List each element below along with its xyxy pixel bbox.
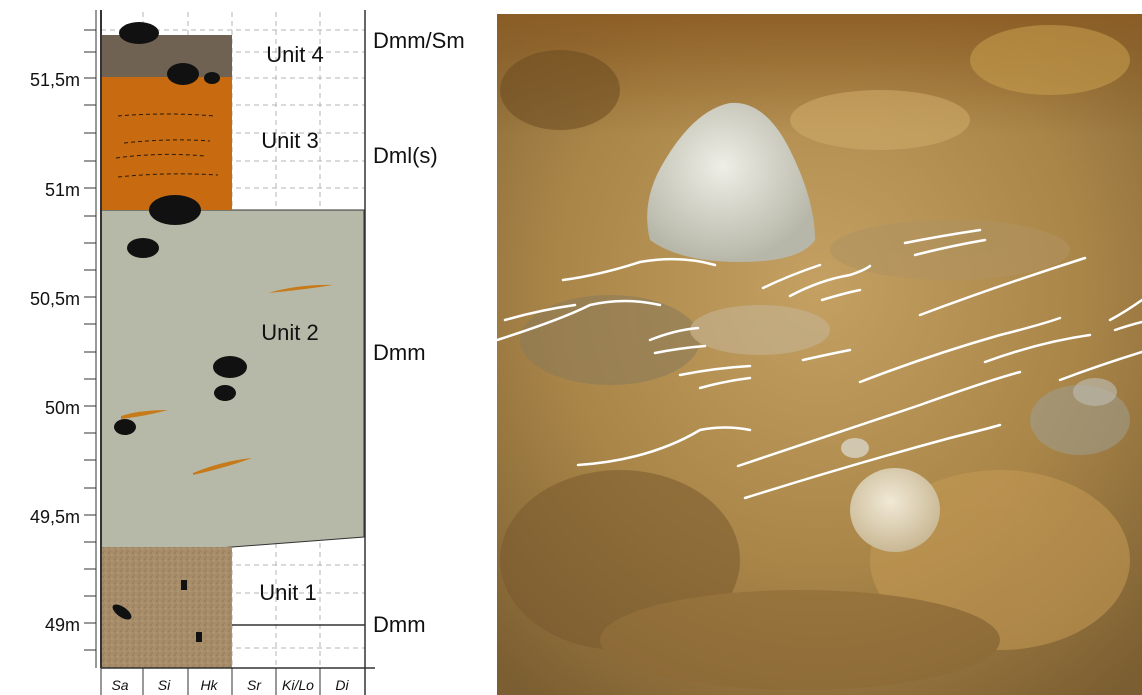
grain-size-label: Sa [111, 677, 128, 693]
depth-label: 51,5m [30, 70, 80, 90]
unit-label: Unit 1 [259, 580, 316, 605]
grain-size-label: Hk [200, 677, 218, 693]
unit-label: Unit 2 [261, 320, 318, 345]
facies-code: Dmm [373, 612, 426, 637]
clast [119, 22, 159, 44]
unit-3-fill [101, 77, 232, 210]
facies-code: Dml(s) [373, 143, 438, 168]
clast [181, 580, 187, 590]
pebble [850, 468, 940, 552]
clast [114, 419, 136, 435]
unit-4-fill [101, 35, 232, 77]
depth-label: 49m [45, 615, 80, 635]
grain-size-label: Sr [247, 677, 262, 693]
clast [213, 356, 247, 378]
unit-2-fill [101, 210, 364, 557]
depth-label: 49,5m [30, 507, 80, 527]
clast [204, 72, 220, 84]
grain-size-label: Di [335, 677, 349, 693]
facies-code: Dmm [373, 340, 426, 365]
depth-ticks [84, 30, 96, 650]
depth-label: 51m [45, 180, 80, 200]
stratigraphic-log: 51,5m 51m 50,5m 50m 49,5m 49m Sa Si Hk S… [30, 10, 465, 695]
clast [214, 385, 236, 401]
grain-size-label: Ki/Lo [282, 677, 314, 693]
grain-size-label: Si [158, 677, 171, 693]
unit-label: Unit 3 [261, 128, 318, 153]
facies-code: Dmm/Sm [373, 28, 465, 53]
unit-label: Unit 4 [266, 42, 323, 67]
depth-label: 50m [45, 398, 80, 418]
clast [149, 195, 201, 225]
clast [127, 238, 159, 258]
clast [167, 63, 199, 85]
depth-label: 50,5m [30, 289, 80, 309]
outcrop-photo [497, 14, 1142, 695]
clast [196, 632, 202, 642]
